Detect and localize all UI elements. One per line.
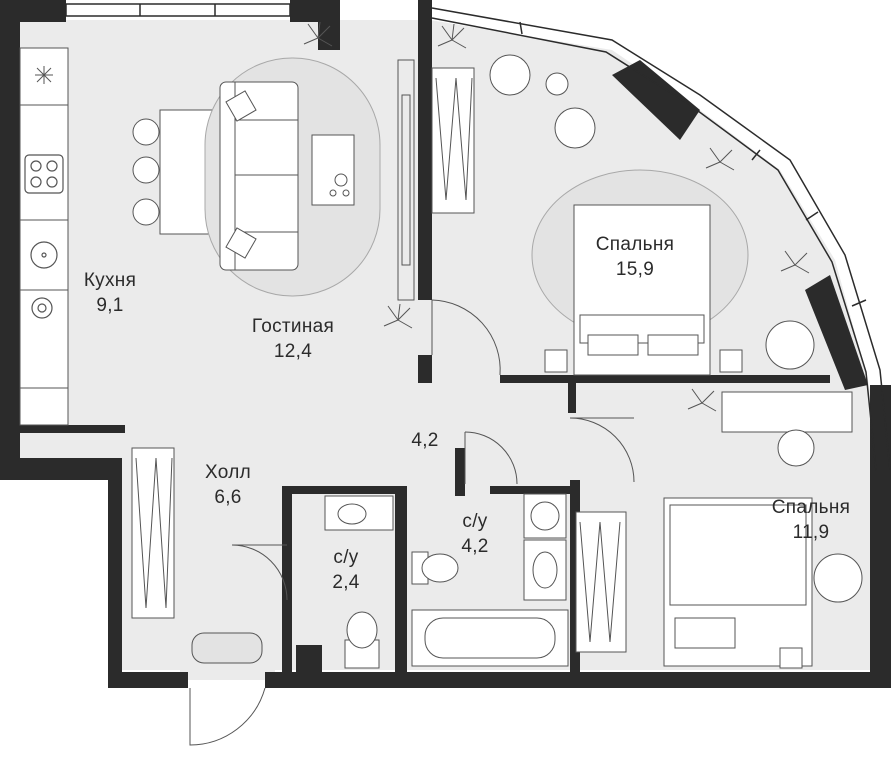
room-area-bath-big: 4,2 [461, 536, 489, 557]
sink-icon [30, 241, 58, 319]
tv-unit [397, 59, 415, 301]
room-area-corridor: 4,2 [411, 430, 439, 451]
sofa-icon [219, 81, 299, 271]
room-label-hall: Холл 6,6 [188, 460, 268, 510]
room-area-bedroom-big: 15,9 [615, 259, 655, 280]
armchair-icon [489, 54, 815, 370]
room-area-bath-small: 2,4 [332, 572, 360, 593]
bench [191, 632, 263, 664]
stove-icon [24, 154, 64, 194]
room-name-living: Гостиная [251, 316, 335, 337]
room-label-living: Гостиная 12,4 [228, 314, 358, 364]
room-label-bath-big: с/у 4,2 [445, 509, 505, 559]
room-area-bedroom-small: 11,9 [792, 522, 830, 543]
snowflake-icon [35, 66, 53, 84]
room-name-bath-big: с/у [462, 511, 488, 532]
room-label-bedroom-small: Спальня 11,9 [756, 495, 866, 545]
room-label-corridor: 4,2 [395, 428, 455, 453]
room-name-kitchen: Кухня [83, 270, 137, 291]
bathtub-icon [411, 609, 569, 667]
outer-walls [0, 0, 891, 688]
toilet-icon [344, 551, 459, 669]
desk [721, 391, 853, 467]
room-name-bedroom-big: Спальня [595, 234, 675, 255]
bed-icon [663, 497, 813, 669]
room-label-kitchen: Кухня 9,1 [70, 268, 150, 318]
wardrobe-icon [575, 511, 627, 653]
wardrobe-icon [431, 67, 475, 214]
coffee-table [311, 134, 355, 206]
armchair-icon [813, 553, 863, 603]
door-icon [189, 299, 635, 746]
window-icon [65, 3, 891, 471]
room-area-living: 12,4 [273, 341, 313, 362]
room-name-hall: Холл [205, 462, 251, 483]
room-name-bedroom-small: Спальня [771, 497, 851, 518]
bed-icon [544, 204, 743, 376]
sink-icon [324, 495, 567, 601]
kitchen-counter [19, 47, 69, 426]
wardrobe-icon [131, 447, 175, 619]
washing-machine-icon [523, 493, 567, 539]
room-label-bath-small: с/у 2,4 [316, 545, 376, 595]
plant-icon [303, 21, 810, 412]
room-name-bath-small: с/у [333, 547, 359, 568]
room-area-hall: 6,6 [214, 487, 242, 508]
interior-walls [20, 10, 830, 672]
room-area-kitchen: 9,1 [96, 295, 124, 316]
room-label-bedroom-big: Спальня 15,9 [580, 232, 690, 282]
